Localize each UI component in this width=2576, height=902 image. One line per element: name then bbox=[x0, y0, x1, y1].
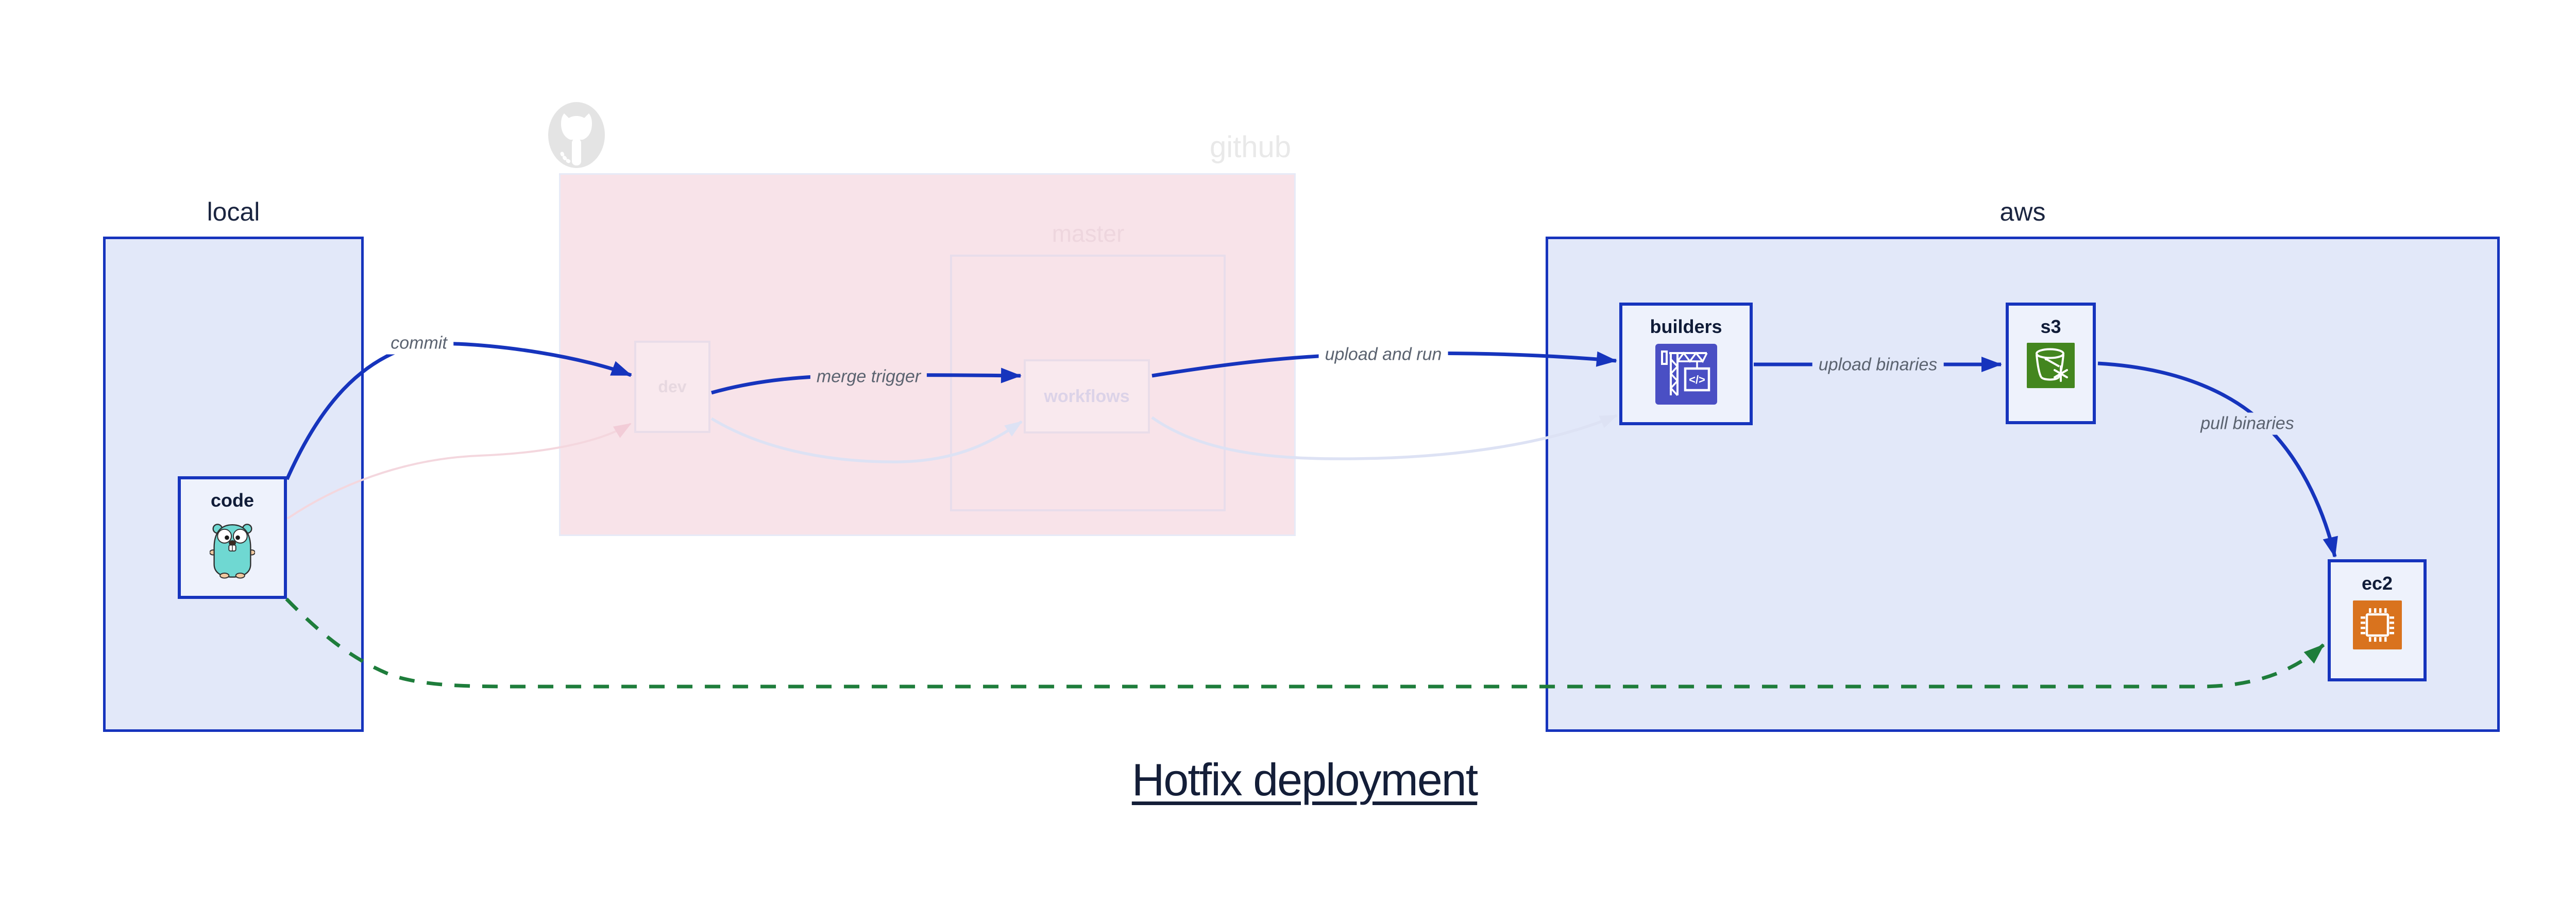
node-s3: s3 bbox=[2006, 303, 2096, 424]
codebuild-code-glyph: </> bbox=[1689, 373, 1705, 386]
snowflake-glyph bbox=[2054, 365, 2068, 382]
edge-faded-dev-to-workflows bbox=[710, 417, 1023, 463]
edge-label-upload-binaries: upload binaries bbox=[1812, 354, 1944, 376]
chip-pins bbox=[2360, 608, 2394, 642]
edge-faded-workflows-to-builders bbox=[1151, 414, 1618, 460]
codebuild-crane-icon: </> bbox=[1655, 344, 1717, 405]
node-workflows: workflows bbox=[1024, 359, 1150, 433]
group-aws-label: aws bbox=[1999, 197, 2046, 226]
edge-label-pull-binaries: pull binaries bbox=[2194, 412, 2300, 435]
edge-hotfix-dashed-line bbox=[285, 597, 2325, 689]
github-octocat-icon bbox=[548, 102, 605, 168]
edge-faded-code-to-dev bbox=[286, 423, 632, 520]
group-local-label: local bbox=[207, 197, 260, 226]
node-builders-label: builders bbox=[1650, 316, 1722, 337]
go-gopher-icon bbox=[210, 524, 255, 579]
edge-pull-binaries-line bbox=[2097, 361, 2338, 558]
node-code-label: code bbox=[210, 490, 255, 511]
edge-label-commit: commit bbox=[384, 332, 453, 355]
node-builders: builders </> bbox=[1619, 303, 1753, 425]
node-ec2-label: ec2 bbox=[2361, 573, 2393, 594]
node-code: code bbox=[178, 476, 287, 599]
group-master-box bbox=[950, 255, 1226, 511]
edge-label-merge-trigger: merge trigger bbox=[810, 365, 927, 388]
node-dev: dev bbox=[634, 341, 710, 433]
edge-label-upload-and-run: upload and run bbox=[1318, 343, 1448, 366]
cpu-chip-icon bbox=[2352, 600, 2402, 649]
node-workflows-label: workflows bbox=[1044, 386, 1130, 406]
group-github-label: github bbox=[1210, 130, 1292, 164]
node-dev-label: dev bbox=[658, 377, 687, 396]
edge-commit-line bbox=[285, 341, 632, 480]
s3-bucket-snowflake-icon bbox=[2027, 343, 2075, 388]
node-ec2: ec2 bbox=[2328, 559, 2427, 681]
node-s3-label: s3 bbox=[2040, 316, 2061, 337]
diagram-title: Hotfix deployment bbox=[1131, 754, 1478, 805]
group-github-box bbox=[559, 173, 1296, 536]
group-master-label: master bbox=[1052, 220, 1125, 247]
